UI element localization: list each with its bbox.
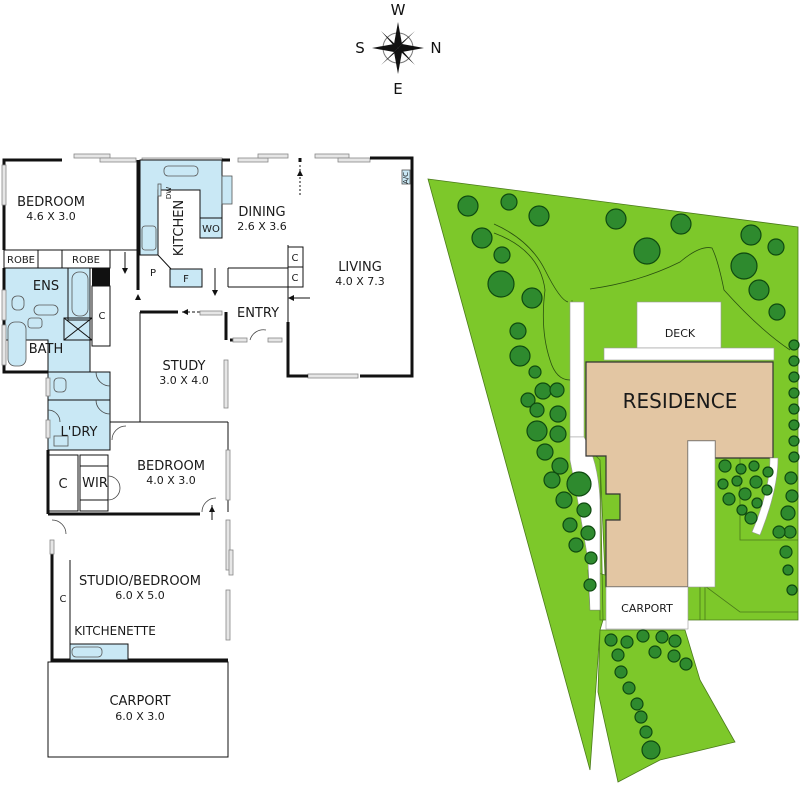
compass-s: S (355, 39, 365, 57)
robe-left: ROBE (7, 255, 35, 266)
bedroom2-size: 4.0 X 3.0 (146, 474, 196, 487)
compass-w: W (391, 1, 406, 19)
study-size: 3.0 X 4.0 (159, 374, 209, 387)
deck-label: DECK (665, 327, 696, 340)
dining-name: DINING (238, 205, 285, 220)
kitchenette-name: KITCHENETTE (74, 624, 156, 638)
cupboard-big: C (58, 477, 67, 492)
residence-label: RESIDENCE (623, 389, 738, 413)
compass-n: N (430, 39, 441, 57)
compass-rose: W S N E (355, 1, 441, 98)
pantry-label: P (150, 268, 156, 279)
laundry-name: L'DRY (61, 425, 98, 440)
floor-plan: BEDROOM 4.6 X 3.0 KITCHEN DW WO DINING 2… (1, 153, 414, 758)
bedroom1-name: BEDROOM (17, 195, 85, 210)
trees (457, 193, 800, 760)
compass-e: E (393, 80, 402, 98)
dining-size: 2.6 X 3.6 (237, 220, 287, 233)
site-carport (605, 586, 689, 630)
cupboard-studio: C (60, 594, 67, 605)
kitchen-name: KITCHEN (172, 200, 187, 256)
bath-name: BATH (29, 342, 64, 357)
wo-label: WO (202, 224, 220, 235)
carport-size: 6.0 X 3.0 (115, 710, 165, 723)
entry-name: ENTRY (237, 306, 279, 321)
bedroom1-size: 4.6 X 3.0 (26, 210, 76, 223)
studio-size: 6.0 X 5.0 (115, 589, 165, 602)
ac-label: A/C (402, 172, 410, 184)
site-carport-label: CARPORT (621, 602, 673, 615)
cupboard-1: C (292, 253, 299, 264)
site-plan: DECK RESIDENCE CARPORT (427, 178, 800, 783)
living-name: LIVING (338, 260, 382, 275)
deck (636, 301, 722, 349)
fridge-label: F (183, 274, 189, 285)
living-size: 4.0 X 7.3 (335, 275, 385, 288)
study-name: STUDY (163, 359, 206, 374)
wir-name: WIR (82, 476, 108, 491)
cupboard-2: C (292, 273, 299, 284)
studio-name: STUDIO/BEDROOM (79, 574, 201, 589)
carport-name: CARPORT (109, 694, 170, 709)
robe-right: ROBE (72, 255, 100, 266)
bedroom2-name: BEDROOM (137, 459, 205, 474)
cupboard-ens: C (99, 311, 106, 322)
ens-name: ENS (33, 279, 59, 294)
dw-label: DW (165, 187, 173, 199)
